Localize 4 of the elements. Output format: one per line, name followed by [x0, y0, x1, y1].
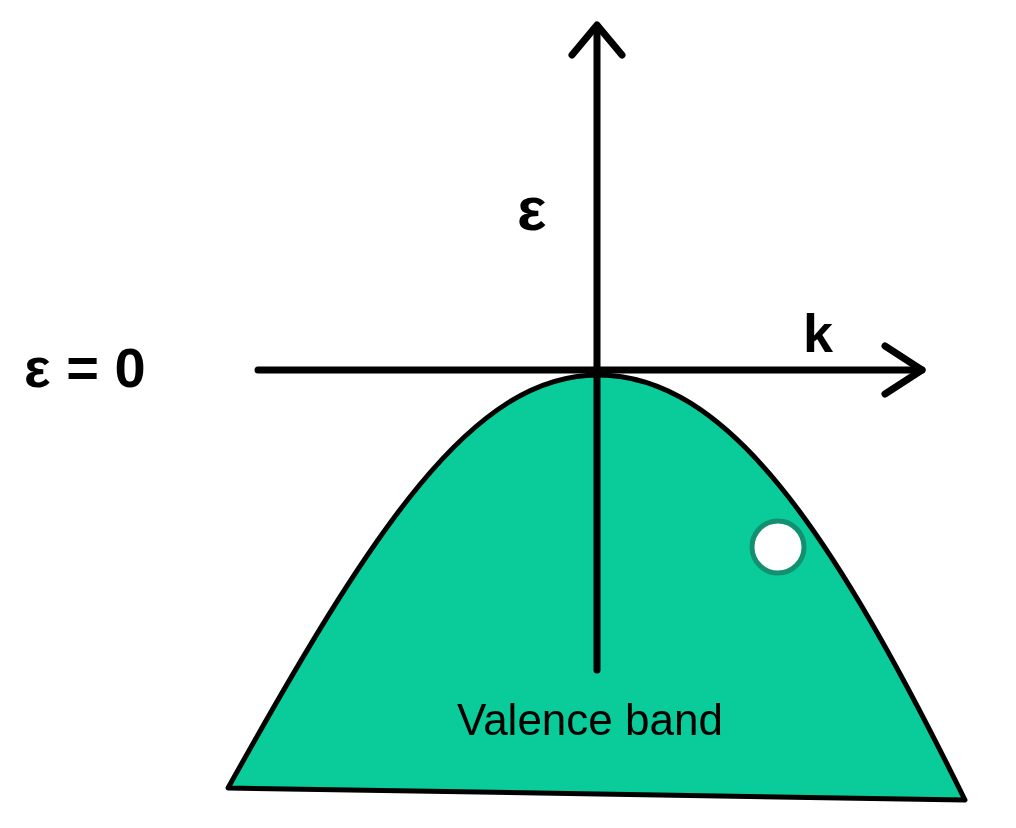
wavevector-axis-label: k [803, 306, 834, 360]
energy-axis-label: ε [517, 178, 547, 240]
band-label: Valence band [457, 698, 723, 742]
zero-energy-label: ε = 0 [24, 340, 146, 396]
